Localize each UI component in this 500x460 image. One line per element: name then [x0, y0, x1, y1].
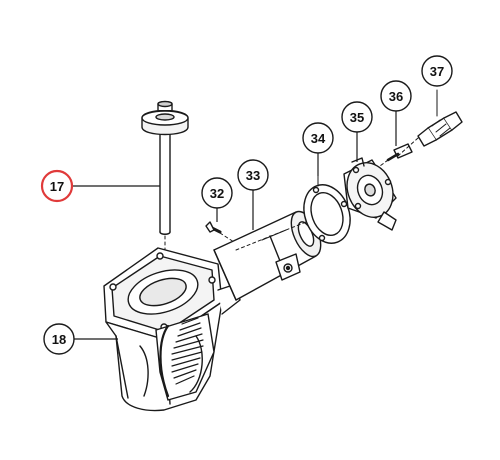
callout-35: 35 [341, 101, 373, 133]
callout-34-label: 34 [311, 131, 326, 146]
callout-36-label: 36 [389, 89, 403, 104]
callout-18-label: 18 [52, 332, 66, 347]
leader-lines [72, 111, 397, 340]
callout-32-label: 32 [210, 186, 224, 201]
callout-32: 32 [201, 177, 233, 209]
callout-33-label: 33 [246, 168, 260, 183]
callout-36: 36 [380, 80, 412, 112]
callout-35-label: 35 [350, 110, 364, 125]
part-17-pin [141, 100, 189, 291]
part-32-screw [205, 221, 235, 243]
callout-37-label: 37 [430, 64, 444, 79]
part-33-tube [213, 210, 322, 301]
part-34-gasket [303, 173, 351, 244]
callout-17-label: 17 [50, 179, 64, 194]
callouts: 17 18 32 33 34 35 36 37 [40, 55, 453, 355]
callout-17: 17 [40, 169, 74, 203]
callout-34: 34 [302, 122, 334, 154]
part-18-housing [103, 247, 241, 412]
part-37-shaft [397, 89, 463, 157]
callout-18: 18 [43, 323, 75, 355]
callout-37: 37 [421, 55, 453, 87]
callout-33: 33 [237, 159, 269, 191]
part-35-clutch-plate [343, 157, 397, 231]
